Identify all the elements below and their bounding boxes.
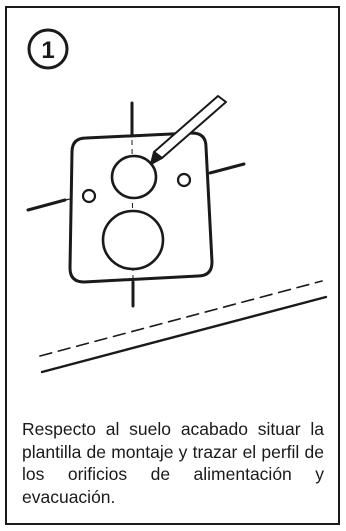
step-number: 1 xyxy=(41,37,54,64)
right-fixing-hole xyxy=(176,172,192,188)
pencil-icon xyxy=(150,95,227,165)
mounting-template-illustration: 1 xyxy=(26,28,328,374)
horizontal-axis-line xyxy=(26,162,246,212)
step-number-badge: 1 xyxy=(27,28,69,70)
step-caption: Respecto al suelo acabado situar la plan… xyxy=(22,419,324,507)
left-fixing-hole xyxy=(81,188,97,204)
vertical-axis-line xyxy=(130,101,135,308)
drain-hole xyxy=(101,209,165,271)
finished-floor-line xyxy=(39,280,328,374)
supply-hole xyxy=(110,154,158,200)
